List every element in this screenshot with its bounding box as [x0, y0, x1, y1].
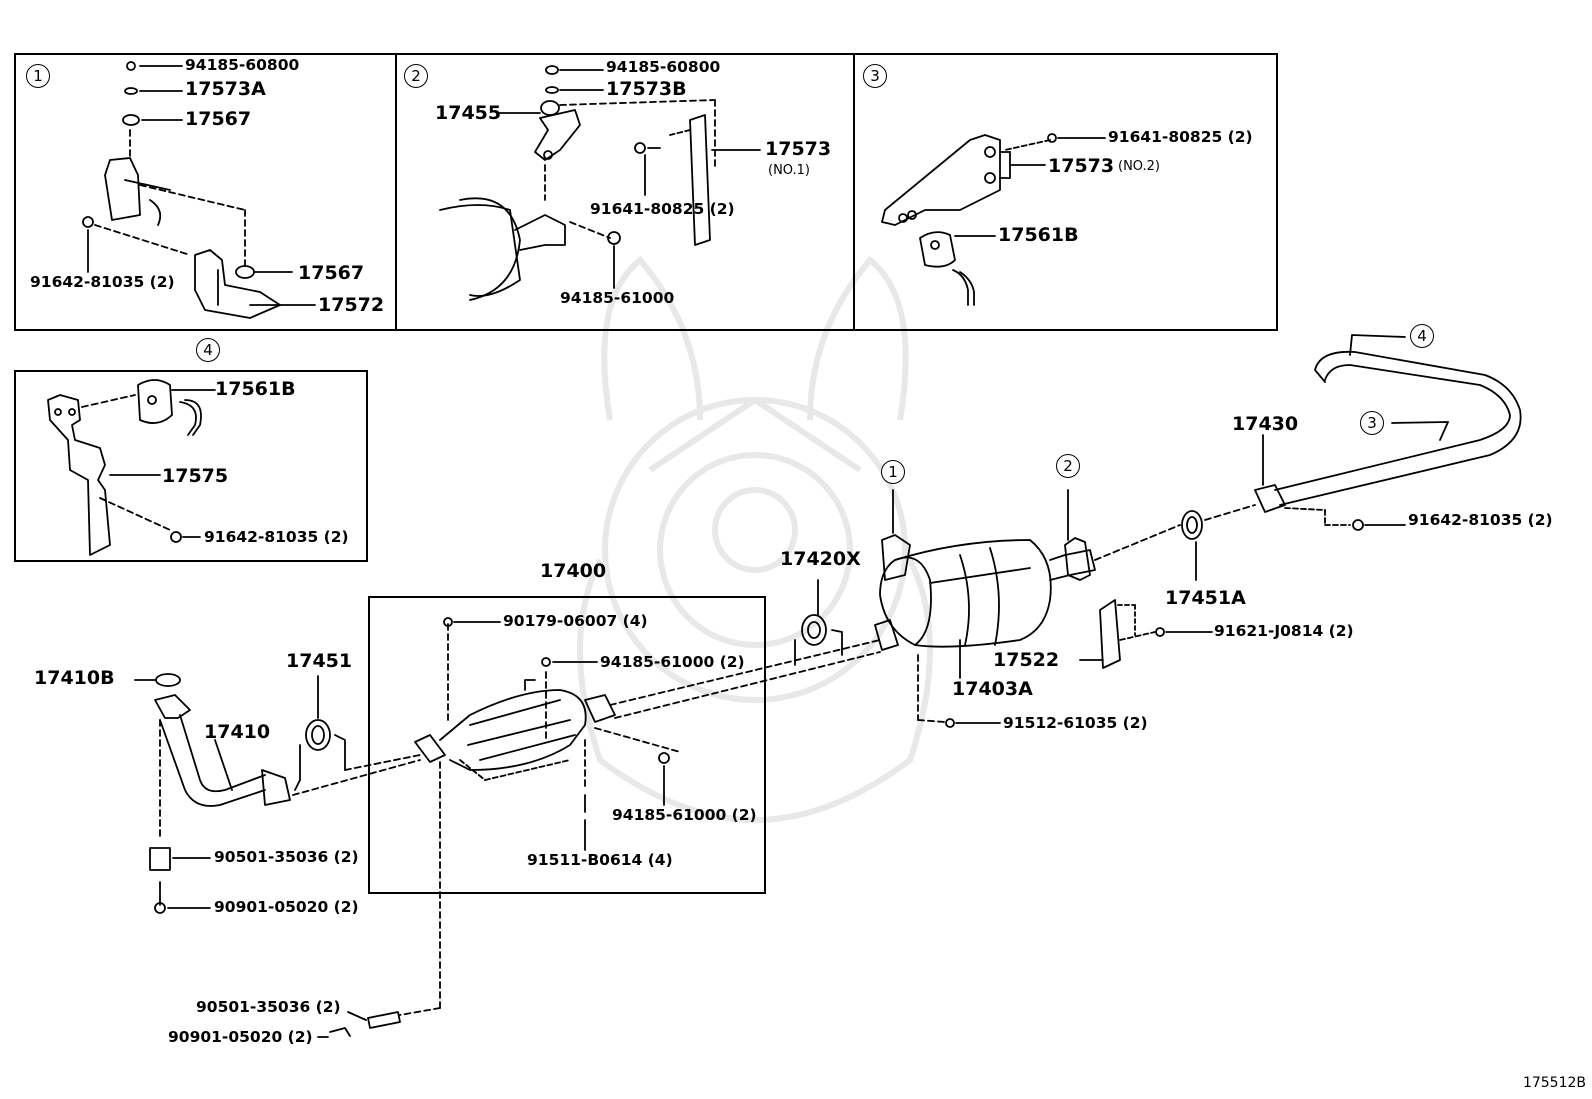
- inset-callout-2: 2: [404, 64, 428, 88]
- inset-box-4: [14, 370, 368, 562]
- part-label: 17451: [286, 650, 353, 672]
- part-label: 17561B: [998, 224, 1079, 246]
- part-label: 17561B: [215, 378, 296, 400]
- main-exhaust-art: [134, 334, 1522, 1038]
- part-label: 17420X: [780, 548, 861, 570]
- inset-2-art: [439, 65, 761, 301]
- main-callout-3: 3: [1360, 411, 1384, 435]
- part-label: 94185-60800: [606, 58, 721, 76]
- inset-callout-1: 1: [26, 64, 50, 88]
- inset-callout-3: 3: [863, 64, 887, 88]
- part-label: 17400: [540, 560, 607, 582]
- inset-box-3: [853, 53, 1278, 331]
- main-callout-4: 4: [1410, 324, 1434, 348]
- part-label: 17410: [204, 721, 271, 743]
- part-label: 17567: [298, 262, 365, 284]
- part-label: 94185-61000 (2): [612, 806, 757, 824]
- part-label: 91512-61035 (2): [1003, 714, 1148, 732]
- part-label: 91641-80825 (2): [590, 200, 735, 218]
- catalytic-converter-box: [368, 596, 766, 894]
- part-label: 94185-60800: [185, 56, 300, 74]
- part-label: 17567: [185, 108, 252, 130]
- part-label: 17573A: [185, 78, 266, 100]
- part-note: (NO.2): [1118, 159, 1160, 174]
- part-label: 17403A: [952, 678, 1033, 700]
- inset-4-art: [47, 379, 216, 556]
- watermark-emblem: [577, 255, 933, 824]
- inset-callout-4: 4: [196, 338, 220, 362]
- main-callout-2: 2: [1056, 454, 1080, 478]
- main-callout-1: 1: [881, 460, 905, 484]
- part-label: 91641-80825 (2): [1108, 128, 1253, 146]
- part-label: 17410B: [34, 667, 115, 689]
- part-label: 17573: [765, 138, 832, 160]
- part-label: 91642-81035 (2): [30, 273, 175, 291]
- inset-3-art: [881, 133, 1106, 306]
- part-label: 17575: [162, 465, 229, 487]
- part-label: 17430: [1232, 413, 1299, 435]
- part-label: 91642-81035 (2): [204, 528, 349, 546]
- part-label: 17573: [1048, 155, 1115, 177]
- inset-1-art: [82, 61, 316, 319]
- part-label: 17451A: [1165, 587, 1246, 609]
- part-label: 90901-05020 (2): [214, 898, 359, 916]
- part-label: 90501-35036 (2): [214, 848, 359, 866]
- part-label: 91511-B0614 (4): [527, 851, 673, 869]
- diagram-code: 175512B: [1522, 1075, 1586, 1091]
- part-label: 17455: [435, 102, 502, 124]
- part-label: 91642-81035 (2): [1408, 511, 1553, 529]
- part-label: 94185-61000: [560, 289, 675, 307]
- part-label: 17572: [318, 294, 385, 316]
- part-label: 90179-06007 (4): [503, 612, 648, 630]
- part-note: (NO.1): [768, 163, 810, 178]
- part-label: 17522: [993, 649, 1060, 671]
- part-label: 90501-35036 (2): [196, 998, 341, 1016]
- part-label: 91621-J0814 (2): [1214, 622, 1354, 640]
- part-label: 90901-05020 (2): [168, 1028, 313, 1046]
- part-label: 94185-61000 (2): [600, 653, 745, 671]
- part-label: 17573B: [606, 78, 687, 100]
